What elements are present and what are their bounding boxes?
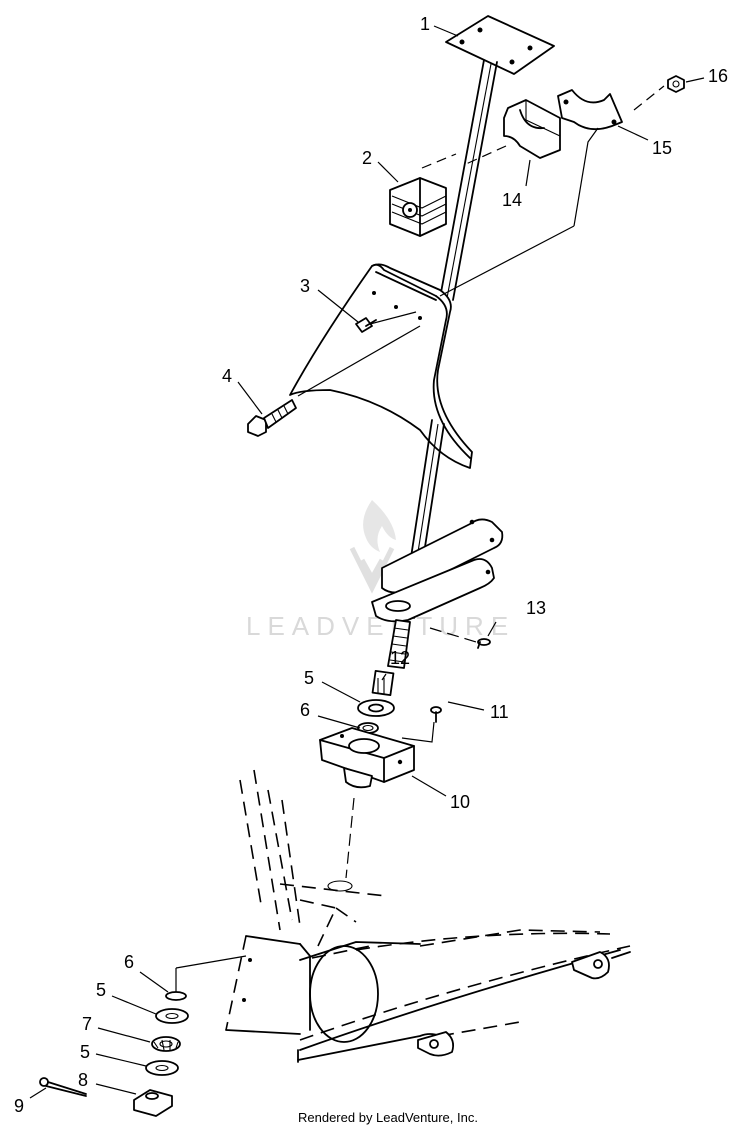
shaft-threaded-end [371, 619, 411, 697]
callout-6-lower: 6 [124, 952, 134, 972]
callout-13: 13 [526, 598, 546, 618]
part-6-ring-lower [165, 991, 187, 1001]
assembly-center-lines [175, 85, 665, 992]
callout-9: 9 [14, 1096, 24, 1116]
part-13-rivet [477, 638, 491, 649]
callout-5-upper: 5 [304, 668, 314, 688]
part-8-nut [133, 1089, 173, 1117]
part-9-cotter-pin [39, 1077, 87, 1097]
callout-11: 11 [490, 702, 509, 722]
callout-12: 12 [390, 648, 410, 668]
part-5-washer-a [155, 1008, 189, 1024]
shaft-bracket [371, 518, 504, 623]
callout-10: 10 [450, 792, 470, 812]
part-3-bolt [355, 317, 377, 333]
column-shroud [289, 263, 473, 469]
chassis-frame [225, 769, 631, 1063]
callouts: 1 2 3 4 5 6 12 11 10 13 14 15 16 6 5 7 5… [14, 14, 728, 1116]
part-10-bearing-block [319, 727, 415, 789]
upper-washers [357, 699, 395, 734]
callout-16: 16 [708, 66, 728, 86]
footer-credit: Rendered by LeadVenture, Inc. [298, 1110, 478, 1125]
part-1-steering-shaft [439, 15, 555, 301]
callout-8: 8 [78, 1070, 88, 1090]
callout-14: 14 [502, 190, 522, 210]
leader-lines [29, 25, 705, 1099]
callout-5-lower-a: 5 [96, 980, 106, 1000]
part-11-screw [430, 706, 442, 723]
callout-2: 2 [362, 148, 372, 168]
part-7-castle-nut [151, 1036, 181, 1052]
part-2-bushing [389, 177, 447, 237]
lower-stack [39, 991, 189, 1117]
callout-5-lower-b: 5 [80, 1042, 90, 1062]
part-15-u-clamp [557, 89, 623, 131]
part-14-clamp [503, 99, 561, 159]
callout-1: 1 [420, 14, 430, 34]
callout-15: 15 [652, 138, 672, 158]
callout-7: 7 [82, 1014, 92, 1034]
part-16-nut [667, 75, 685, 93]
part-4-bolt [247, 399, 297, 437]
part-5-washer-b [145, 1060, 179, 1076]
callout-3: 3 [300, 276, 310, 296]
callout-6-upper: 6 [300, 700, 310, 720]
callout-4: 4 [222, 366, 232, 386]
